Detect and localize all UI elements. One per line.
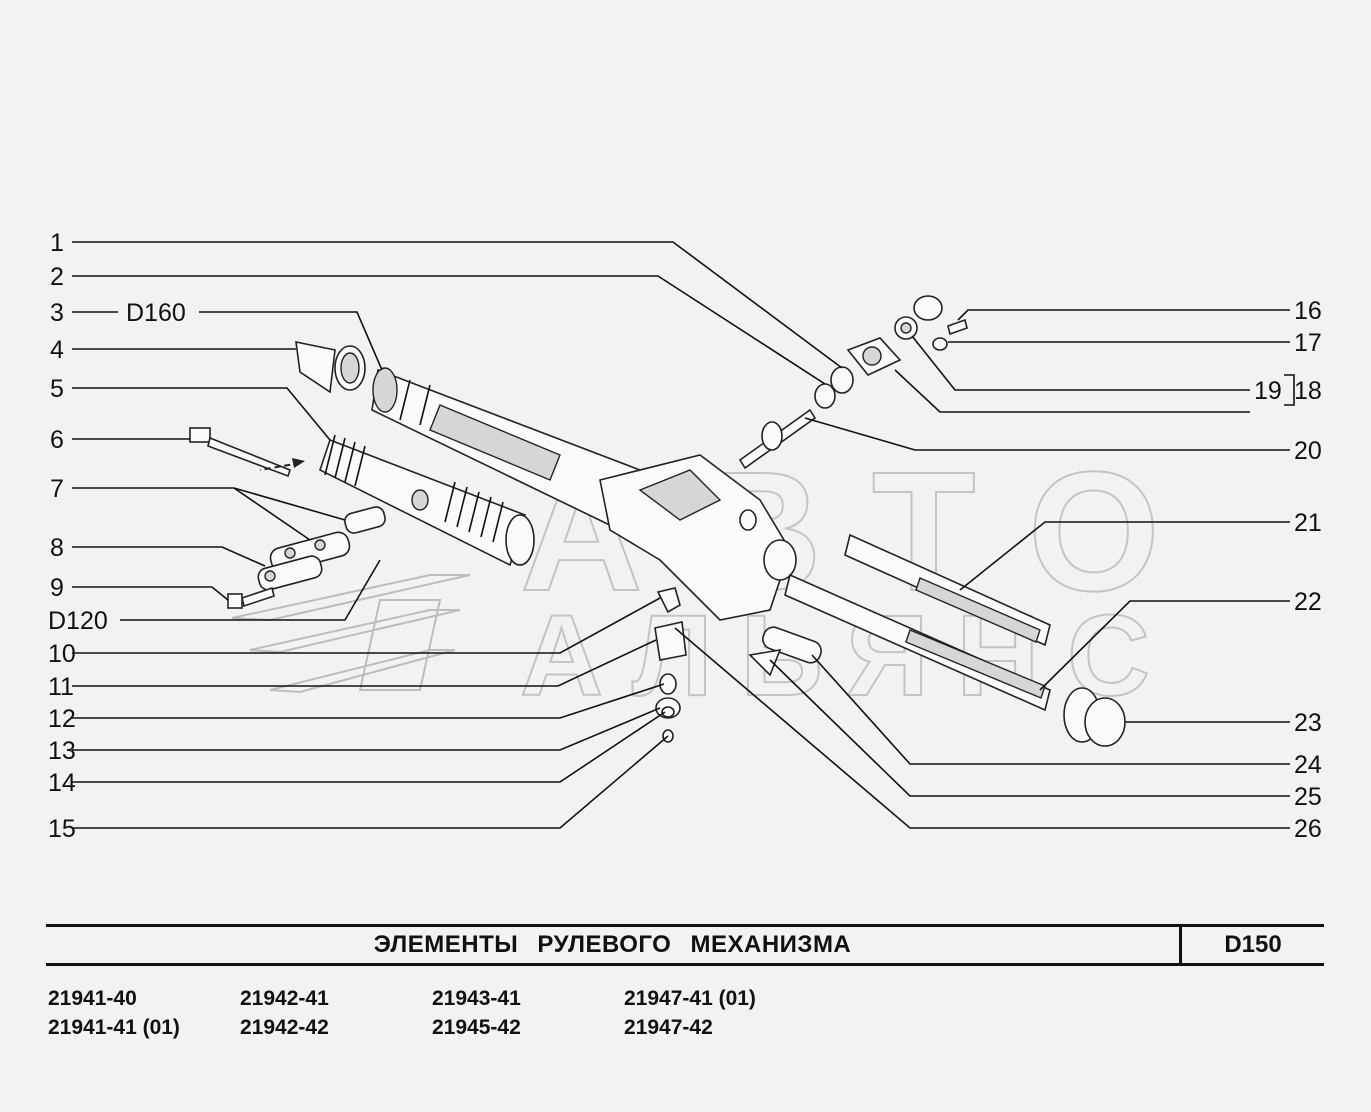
part-1-oring — [814, 366, 854, 409]
part-24-plate — [748, 626, 822, 677]
model-item: 21945-42 — [432, 1016, 521, 1039]
title-bar: ЭЛЕМЕНТЫ РУЛЕВОГО МЕХАНИЗМА D150 — [46, 924, 1324, 966]
part-21-rack — [844, 533, 1051, 647]
callout-7: 7 — [50, 475, 64, 503]
model-item: 21947-41 (01) — [624, 987, 756, 1010]
callout-d120: D120 — [48, 607, 108, 635]
callout-5: 5 — [50, 375, 64, 403]
part-14-nut — [661, 706, 675, 718]
callout-22: 22 — [1294, 588, 1322, 616]
callout-11: 11 — [48, 673, 74, 701]
callout-24: 24 — [1294, 751, 1322, 779]
part-17-washer — [932, 337, 948, 351]
callout-13: 13 — [48, 737, 76, 765]
part-11-spring-seat — [654, 621, 687, 661]
callout-23: 23 — [1294, 709, 1322, 737]
callout-labels-right: 16 17 19 18 20 21 22 23 24 25 26 — [1254, 297, 1322, 843]
part-9-bolt — [227, 586, 275, 609]
callout-d160: D160 — [126, 299, 186, 327]
callout-10: 10 — [48, 640, 76, 668]
callout-9: 9 — [50, 574, 64, 602]
callout-1: 1 — [50, 229, 64, 257]
callout-21: 21 — [1294, 509, 1322, 537]
callout-2: 2 — [50, 263, 64, 291]
callout-19: 19 — [1254, 377, 1282, 405]
leader-lines — [72, 241, 1295, 829]
part-16-screw — [913, 295, 968, 336]
part-8-plate — [257, 555, 323, 591]
callout-25: 25 — [1294, 783, 1322, 811]
model-item: 21941-40 — [48, 987, 137, 1010]
part-22-rack — [784, 573, 1051, 712]
part-steering-gear-housing — [599, 454, 797, 621]
model-list: 21941-40 21942-41 21943-41 21947-41 (01)… — [48, 986, 844, 1041]
callout-16: 16 — [1294, 297, 1322, 325]
callout-8: 8 — [50, 534, 64, 562]
model-item: 21947-42 — [624, 1016, 713, 1039]
callout-labels-left: 1 2 3 D160 4 5 6 7 8 9 D120 10 11 12 13 … — [48, 229, 186, 843]
part-19-flange — [846, 337, 902, 376]
callout-15: 15 — [48, 815, 76, 843]
section-code: D150 — [1179, 927, 1324, 963]
part-18-bushing — [894, 316, 918, 340]
callout-12: 12 — [48, 705, 76, 733]
part-6-cable-tie — [189, 427, 305, 478]
model-item: 21942-41 — [240, 987, 329, 1010]
callout-6: 6 — [50, 426, 64, 454]
callout-3: 3 — [50, 299, 64, 327]
part-12-spring — [659, 673, 677, 695]
callout-26: 26 — [1294, 815, 1322, 843]
part-5-boot — [319, 434, 535, 567]
page-title: ЭЛЕМЕНТЫ РУЛЕВОГО МЕХАНИЗМА — [373, 931, 852, 958]
callout-18: 18 — [1294, 377, 1322, 405]
part-20-pinion-shaft — [738, 408, 817, 470]
callout-17: 17 — [1294, 329, 1322, 357]
part-10-adjuster — [656, 587, 681, 614]
part-23-plug — [1063, 687, 1126, 747]
part-2-housing-tube — [371, 367, 642, 532]
callout-14: 14 — [48, 769, 76, 797]
callout-4: 4 — [50, 336, 64, 364]
model-item: 21941-41 (01) — [48, 1016, 180, 1039]
part-7-bracket — [269, 506, 386, 573]
part-4-end-cap — [295, 340, 366, 394]
model-item: 21943-41 — [432, 987, 521, 1010]
model-item: 21942-42 — [240, 1016, 329, 1039]
callout-20: 20 — [1294, 437, 1322, 465]
